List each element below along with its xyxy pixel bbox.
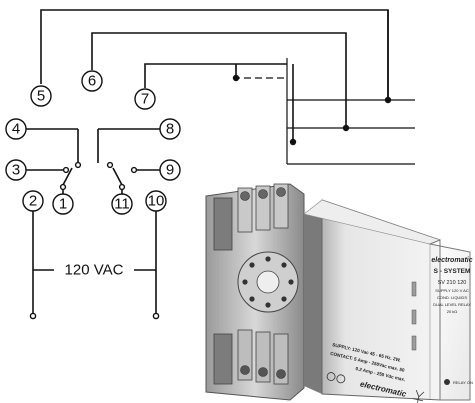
terminal-9-circle	[159, 159, 181, 181]
relay-pins	[411, 281, 417, 351]
spec-line: COND. LIQUIDS	[437, 295, 467, 300]
din-socket-photo	[205, 183, 305, 401]
terminal-3-label: 3	[12, 162, 20, 179]
supply-label: 120 VAC	[65, 262, 124, 279]
terminal-11-label: 11	[114, 196, 130, 213]
contact-node	[59, 183, 67, 191]
junction-dot	[289, 138, 297, 146]
socket-keyway	[256, 270, 280, 294]
junction-dot	[232, 74, 240, 82]
socket-left-rib	[213, 333, 233, 385]
screw-icon	[276, 369, 286, 379]
contact-node	[118, 183, 126, 191]
socket-pin-holes	[242, 256, 294, 308]
star-logo-icon	[413, 389, 425, 403]
spec-line: DUAL LEVEL RELAY	[433, 302, 471, 307]
terminal-4-label: 4	[12, 121, 20, 138]
screw-icon	[240, 191, 250, 201]
wire-terminal-6	[91, 32, 347, 128]
terminal-8-label: 8	[166, 121, 174, 138]
screw-icon	[258, 367, 268, 377]
model-label: SV 210 120	[438, 280, 467, 286]
relay-module-photo: electromatic S - SYSTEM SV 210 120 SUPPL…	[303, 199, 473, 403]
supply-terminal-left	[29, 312, 37, 320]
terminal-3-circle	[5, 159, 27, 181]
junction-dot	[384, 96, 392, 104]
relay-contacts	[26, 128, 160, 194]
terminal-1-circle	[52, 193, 74, 215]
contact-node	[74, 161, 82, 169]
terminal-5-label: 5	[37, 88, 45, 105]
terminal-2-circle	[22, 190, 44, 212]
terminal-6-circle	[81, 70, 103, 92]
screw-icon	[240, 365, 250, 375]
terminal-10-circle	[145, 190, 167, 212]
terminal-2-label: 2	[29, 193, 37, 210]
terminal-7-label: 7	[141, 91, 149, 108]
terminal-7-circle	[134, 88, 156, 110]
switch-arm-right	[112, 167, 123, 186]
switch-arm-left	[62, 167, 73, 186]
terminal-5-circle	[30, 85, 52, 107]
screw-icon	[258, 189, 268, 199]
relay-side-shadow	[304, 200, 322, 394]
csa-mark-icon	[336, 374, 346, 384]
ul-mark-icon	[326, 372, 336, 381]
brand-logo: electromatic	[431, 257, 472, 264]
spec-line: 20 kΩ	[447, 309, 458, 314]
dashed-wire	[235, 64, 287, 79]
terminal-4-circle	[5, 118, 27, 140]
relay-on-label: RELAY ON	[453, 380, 473, 385]
contact-node	[106, 161, 114, 169]
terminal-1-label: 1	[59, 196, 67, 213]
terminal-11-circle	[111, 193, 133, 215]
terminals: 5 6 7 4 8 3 9 2 10 1 11	[5, 70, 181, 215]
supply-wiring: 120 VAC	[29, 211, 160, 320]
junction-dot	[342, 124, 350, 132]
relay-front-face	[428, 239, 471, 401]
screw-icon	[276, 187, 286, 197]
terminal-8-circle	[159, 118, 181, 140]
terminal-9-label: 9	[166, 162, 174, 179]
probe-wiring	[40, 9, 415, 165]
contact-node	[62, 166, 70, 174]
relay-on-led-icon	[444, 379, 450, 385]
contact-node	[130, 166, 138, 174]
spec-line: SUPPLY 120 V AC	[435, 288, 469, 293]
terminal-10-label: 10	[148, 193, 165, 210]
supply-terminal-right	[152, 312, 160, 320]
wire-terminal-7	[144, 63, 287, 88]
terminal-6-label: 6	[88, 73, 96, 90]
series-label: S - SYSTEM	[434, 268, 471, 275]
socket-left-rib	[213, 197, 233, 251]
